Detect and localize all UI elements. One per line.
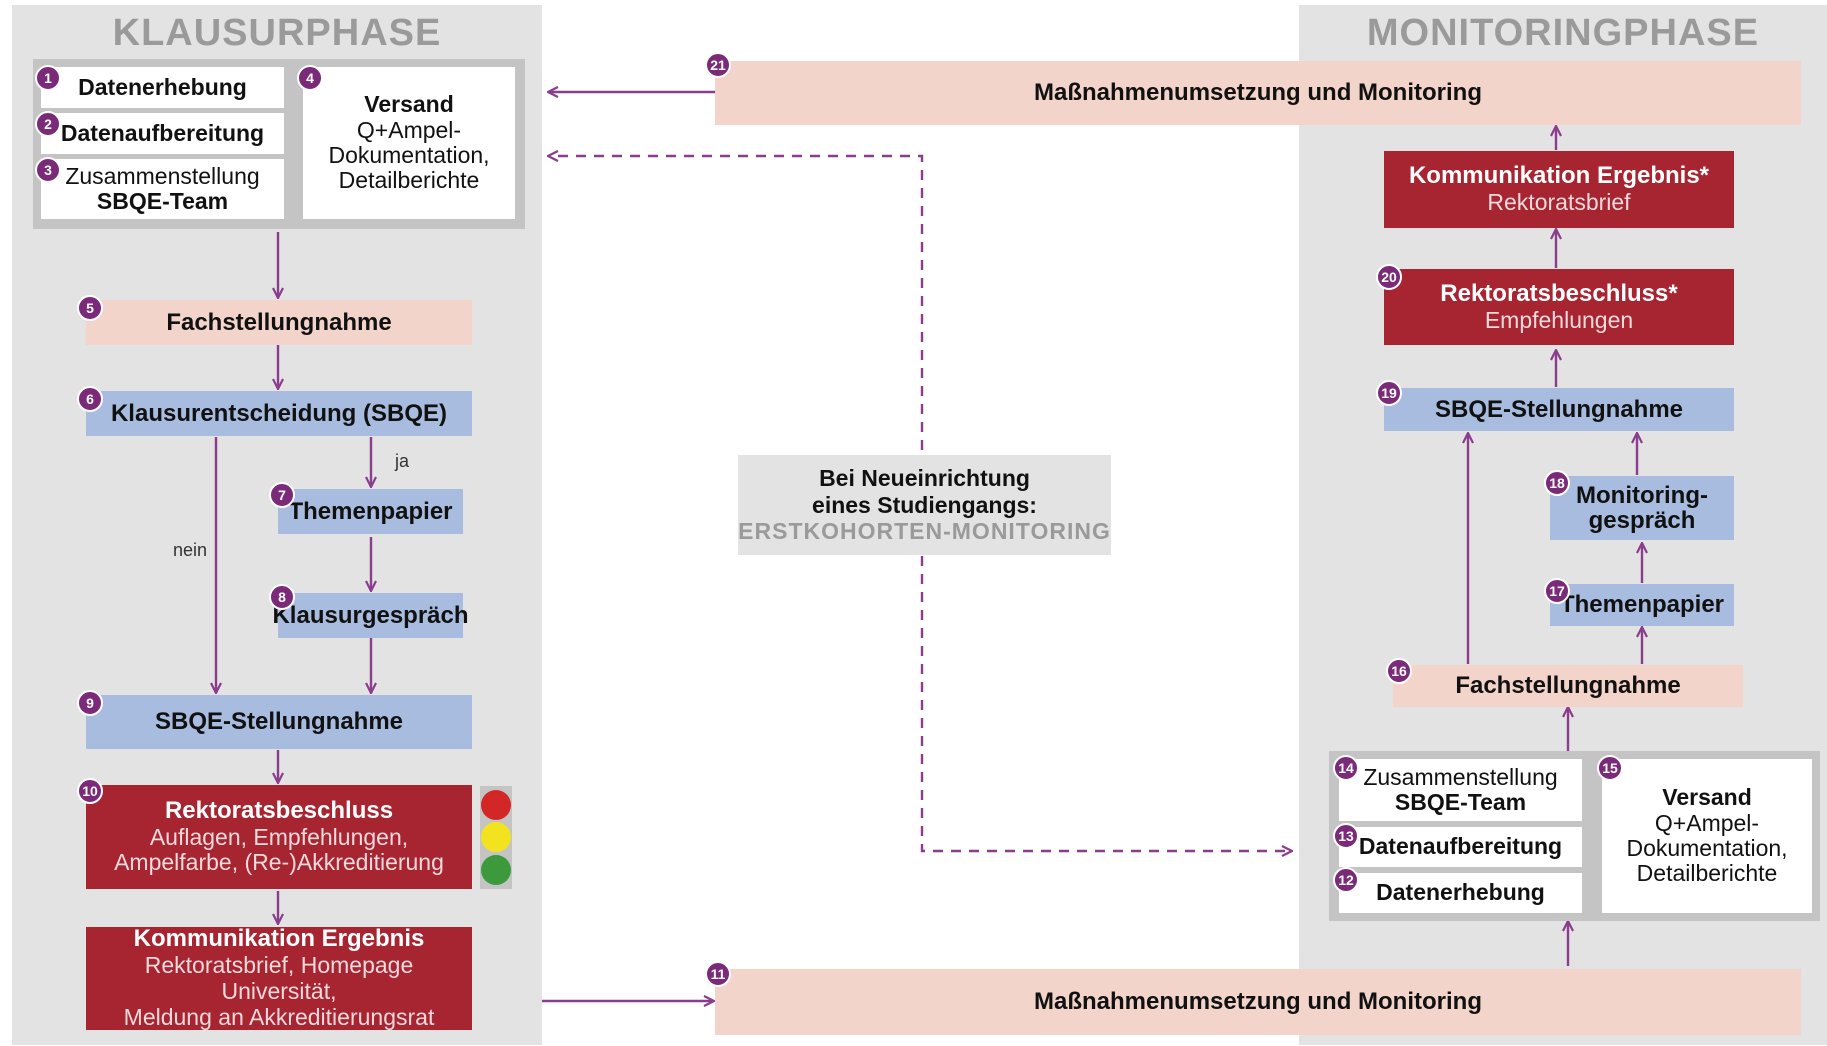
right-step-14-badge: 14 xyxy=(1333,755,1359,781)
right-step-17-badge: 17 xyxy=(1544,578,1570,604)
left-step-4-box: Versand Q+Ampel- Dokumentation, Detailbe… xyxy=(303,67,515,219)
right-step-13-badge: 13 xyxy=(1333,823,1359,849)
left-step-9-box: SBQE-Stellungnahme xyxy=(86,695,472,749)
right-step-18-box: Monitoring- gespräch xyxy=(1550,476,1734,540)
right-step-20-title: Rektoratsbeschluss* xyxy=(1440,279,1678,307)
right-step-16-badge: 16 xyxy=(1386,658,1412,684)
monitoringphase-title: MONITORINGPHASE xyxy=(1366,12,1760,54)
left-step-10-line1: Auflagen, Empfehlungen, xyxy=(149,823,409,850)
left-step-6-box: Klausurentscheidung (SBQE) xyxy=(86,391,472,436)
right-step-14-line2: SBQE-Team xyxy=(1394,789,1527,815)
left-step-8-box: Klausurgespräch xyxy=(272,593,469,638)
right-step-18-badge: 18 xyxy=(1544,470,1570,496)
left-step-10-box: Rektoratsbeschluss Auflagen, Empfehlunge… xyxy=(86,785,472,889)
traffic-light-yellow xyxy=(481,822,511,852)
right-step-18-line1: Monitoring- xyxy=(1576,481,1708,509)
right-step-14-box: Zusammenstellung SBQE-Team xyxy=(1339,759,1582,821)
left-step-5-box: Fachstellungnahme xyxy=(86,300,472,345)
right-step-15-line2: Dokumentation, xyxy=(1626,835,1788,861)
left-step-4-title: Versand xyxy=(364,91,454,118)
right-step-17-label: Themenpapier xyxy=(1559,591,1725,618)
erstkohorten-line2: eines Studiengangs: xyxy=(812,491,1037,518)
left-step-8-label: Klausurgespräch xyxy=(272,601,469,629)
left-result-line2: Meldung an Akkreditierungsrat xyxy=(123,1003,435,1030)
traffic-light-green xyxy=(481,855,511,885)
left-step-3-line2: SBQE-Team xyxy=(96,188,229,214)
left-step-6-badge: 6 xyxy=(77,386,103,412)
right-step-15-line1: Q+Ampel- xyxy=(1654,809,1760,836)
left-step-8-badge: 8 xyxy=(269,584,295,610)
right-result-title: Kommunikation Ergebnis* xyxy=(1408,162,1710,190)
left-step-6-label: Klausurentscheidung (SBQE) xyxy=(110,399,448,427)
no-label: nein xyxy=(173,540,208,560)
right-step-17-box: Themenpapier xyxy=(1550,584,1734,626)
right-step-15-badge: 15 xyxy=(1597,755,1623,781)
right-step-12-label: Datenerhebung xyxy=(1376,879,1545,906)
left-step-10-line2: Ampelfarbe, (Re-)Akkreditierung xyxy=(114,849,444,876)
left-step-4-line3: Detailberichte xyxy=(338,167,480,194)
klausurphase-title: KLAUSURPHASE xyxy=(112,12,442,54)
left-step-3-line1: Zusammenstellung xyxy=(65,162,260,189)
right-step-12-box: Datenerhebung xyxy=(1339,873,1582,913)
left-result-line1: Rektoratsbrief, Homepage Universität, xyxy=(144,952,414,1005)
left-step-7-box: Themenpapier xyxy=(278,489,463,534)
left-step-5-badge: 5 xyxy=(77,295,103,321)
left-step-7-label: Themenpapier xyxy=(288,497,453,525)
left-result-title: Kommunikation Ergebnis xyxy=(133,925,425,953)
left-step-4-badge: 4 xyxy=(297,65,323,91)
erstkohorten-note: Bei Neueinrichtung eines Studiengangs: E… xyxy=(738,455,1111,555)
top-monitoring-bar: Maßnahmenumsetzung und Monitoring xyxy=(715,61,1801,125)
right-step-20-line1: Empfehlungen xyxy=(1484,306,1634,333)
left-step-4-line1: Q+Ampel- xyxy=(356,116,462,143)
right-step-18-line2: gespräch xyxy=(1588,507,1696,534)
right-step-19-badge: 19 xyxy=(1376,380,1402,406)
left-step-1-box: Datenerhebung xyxy=(41,67,284,108)
left-step-4-line2: Dokumentation, xyxy=(328,142,490,168)
left-step-2-label: Datenaufbereitung xyxy=(60,119,265,146)
right-step-12-badge: 12 xyxy=(1333,867,1359,893)
right-step-19-label: SBQE-Stellungnahme xyxy=(1434,395,1684,423)
left-step-3-box: Zusammenstellung SBQE-Team xyxy=(41,159,284,219)
top-monitoring-badge: 21 xyxy=(705,52,731,78)
bottom-monitoring-bar: Maßnahmenumsetzung und Monitoring xyxy=(715,969,1801,1035)
left-step-2-badge: 2 xyxy=(35,111,61,137)
right-step-16-label: Fachstellungnahme xyxy=(1455,672,1681,699)
right-step-13-label: Datenaufbereitung xyxy=(1358,833,1563,860)
right-result-box: Kommunikation Ergebnis* Rektoratsbrief xyxy=(1384,151,1734,228)
left-step-5-label: Fachstellungnahme xyxy=(166,308,392,336)
top-monitoring-label: Maßnahmenumsetzung und Monitoring xyxy=(1034,79,1482,106)
right-step-15-line3: Detailberichte xyxy=(1636,860,1778,887)
right-step-15-box: Versand Q+Ampel- Dokumentation, Detailbe… xyxy=(1602,759,1812,913)
right-step-20-badge: 20 xyxy=(1376,264,1402,290)
left-step-9-label: SBQE-Stellungnahme xyxy=(154,708,404,735)
erstkohorten-line1: Bei Neueinrichtung xyxy=(819,465,1030,492)
left-step-3-badge: 3 xyxy=(35,157,61,183)
right-step-19-box: SBQE-Stellungnahme xyxy=(1384,388,1734,431)
right-step-15-title: Versand xyxy=(1662,784,1752,811)
bottom-monitoring-badge: 11 xyxy=(705,961,731,987)
left-step-2-box: Datenaufbereitung xyxy=(41,113,284,154)
right-result-line1: Rektoratsbrief xyxy=(1487,189,1631,216)
right-step-14-line1: Zusammenstellung xyxy=(1363,763,1558,790)
left-step-1-badge: 1 xyxy=(35,65,61,91)
left-step-1-label: Datenerhebung xyxy=(78,73,247,100)
right-step-20-box: Rektoratsbeschluss* Empfehlungen xyxy=(1384,269,1734,345)
left-result-box: Kommunikation Ergebnis Rektoratsbrief, H… xyxy=(86,925,472,1030)
right-step-16-box: Fachstellungnahme xyxy=(1393,665,1743,707)
left-step-10-badge: 10 xyxy=(77,778,103,804)
erstkohorten-line3: ERSTKOHORTEN-MONITORING xyxy=(738,518,1111,545)
left-step-7-badge: 7 xyxy=(269,482,295,508)
traffic-light-red xyxy=(481,790,511,820)
left-step-9-badge: 9 xyxy=(77,690,103,716)
right-step-13-box: Datenaufbereitung xyxy=(1339,827,1582,867)
bottom-monitoring-label: Maßnahmenumsetzung und Monitoring xyxy=(1034,988,1482,1015)
left-step-10-title: Rektoratsbeschluss xyxy=(164,796,394,824)
yes-label: ja xyxy=(395,451,410,471)
